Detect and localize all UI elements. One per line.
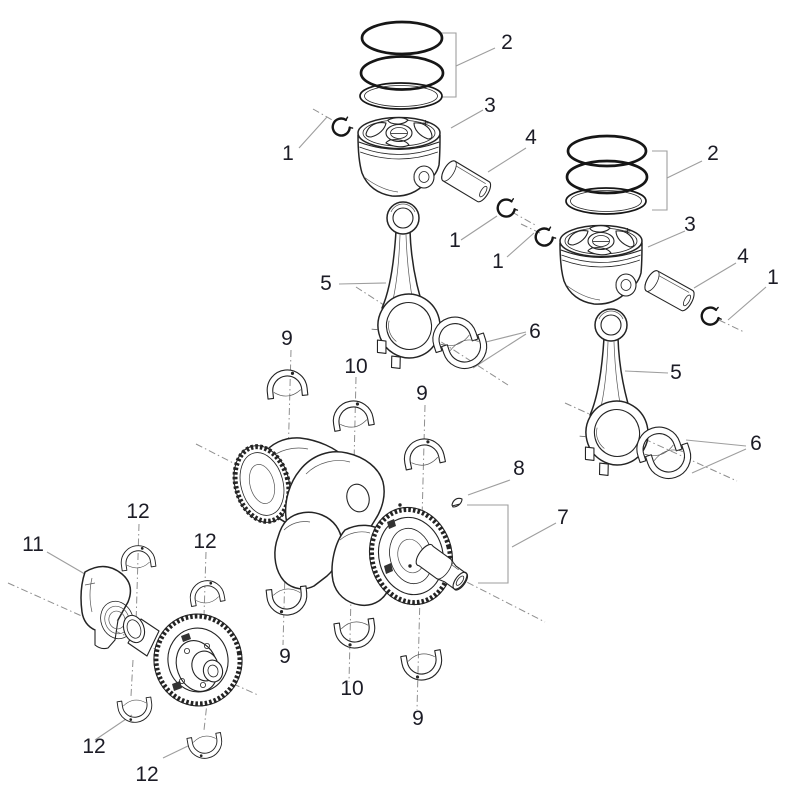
callout-1-snapring: 1 [767, 266, 779, 289]
balance-bearing-shell-lower-left [116, 696, 155, 725]
leader-4a [487, 147, 527, 173]
balance-bearing-shell-upper-left [118, 543, 157, 572]
leader-11 [46, 551, 91, 578]
leader-1a [298, 116, 328, 149]
crankshaft-drawing [232, 437, 469, 607]
leader-3-left [450, 109, 484, 129]
main-bearing-shell-lower-right [400, 649, 446, 684]
callout-9-mainbearing: 9 [412, 707, 424, 730]
bracket-rings-right [652, 150, 668, 211]
leader-1c [506, 232, 535, 258]
woodruff-key-drawing [451, 497, 463, 508]
bracket-7 [467, 504, 509, 584]
leader-2-right [666, 160, 703, 179]
callout-9-mainbearing: 9 [279, 645, 291, 668]
leader-2-left [455, 47, 496, 67]
callout-2-rings-right: 2 [707, 142, 719, 165]
callout-9-mainbearing: 9 [416, 382, 428, 405]
piston-drawing-right [559, 224, 643, 305]
callout-12-balancebearing: 12 [82, 735, 105, 758]
callout-10-mainbearing: 10 [340, 677, 363, 700]
piston-drawing-left [357, 116, 441, 197]
main-bearing-shell-upper-mid [329, 397, 375, 432]
leader-5-right [624, 370, 669, 374]
callout-1-snapring: 1 [282, 142, 294, 165]
callout-9-mainbearing: 9 [281, 327, 293, 350]
leader-6-right [685, 439, 747, 474]
piston-pin-drawing-right [641, 267, 698, 314]
callout-4-pin-left: 4 [525, 126, 537, 149]
snap-ring-drawing [329, 114, 356, 140]
callout-7-crankshaft: 7 [557, 506, 569, 529]
main-bearing-shell-lower-mid [333, 617, 378, 652]
callouts: 2 3 1 4 1 2 3 1 4 1 5 6 5 6 9 10 9 8 7 9… [22, 31, 779, 786]
callout-5-rod-left: 5 [320, 272, 332, 295]
callout-5-rod-right: 5 [670, 361, 682, 384]
balance-shaft-drawing [80, 565, 243, 707]
snap-ring-drawing [699, 304, 724, 328]
snap-ring-drawing [532, 224, 559, 250]
piston-pin-drawing-left [438, 158, 495, 205]
bracket-rings-left [441, 32, 457, 98]
leader-6-left [472, 331, 527, 369]
main-bearing-shell-upper-left [264, 367, 309, 400]
callout-11-balanceshaft: 11 [22, 533, 44, 556]
main-bearing-shell-lower-left [265, 585, 310, 618]
piston-ring-set-left [359, 20, 445, 110]
callout-1-snapring: 1 [492, 250, 504, 273]
leader-8 [467, 479, 511, 496]
callout-6-rodbearing-left: 6 [529, 320, 541, 343]
callout-6-rodbearing-right: 6 [750, 432, 762, 455]
callout-2-rings-left: 2 [501, 31, 513, 54]
leader-7 [511, 522, 557, 548]
leader-lines [46, 32, 767, 759]
leader-4b [693, 262, 737, 289]
callout-4-pin-right: 4 [737, 245, 749, 268]
callout-12-balancebearing: 12 [126, 500, 149, 523]
leader-3-right [647, 230, 686, 248]
leader-1b [460, 215, 498, 241]
callout-10-mainbearing: 10 [344, 355, 367, 378]
leader-5-left [338, 282, 387, 285]
balance-bearing-shell-lower-right [186, 732, 225, 762]
leader-12d [162, 744, 191, 759]
snap-ring-drawing [494, 195, 520, 220]
piston-ring-set-right [565, 134, 649, 215]
callout-3-piston-right: 3 [684, 213, 696, 236]
callout-1-snapring: 1 [449, 229, 461, 252]
callout-8-key: 8 [513, 457, 525, 480]
leader-1d [727, 286, 767, 321]
balance-bearing-shell-upper-right [187, 577, 226, 607]
callout-12-balancebearing: 12 [135, 763, 158, 786]
callout-12-balancebearing: 12 [193, 530, 216, 553]
callout-3-piston-left: 3 [484, 94, 496, 117]
